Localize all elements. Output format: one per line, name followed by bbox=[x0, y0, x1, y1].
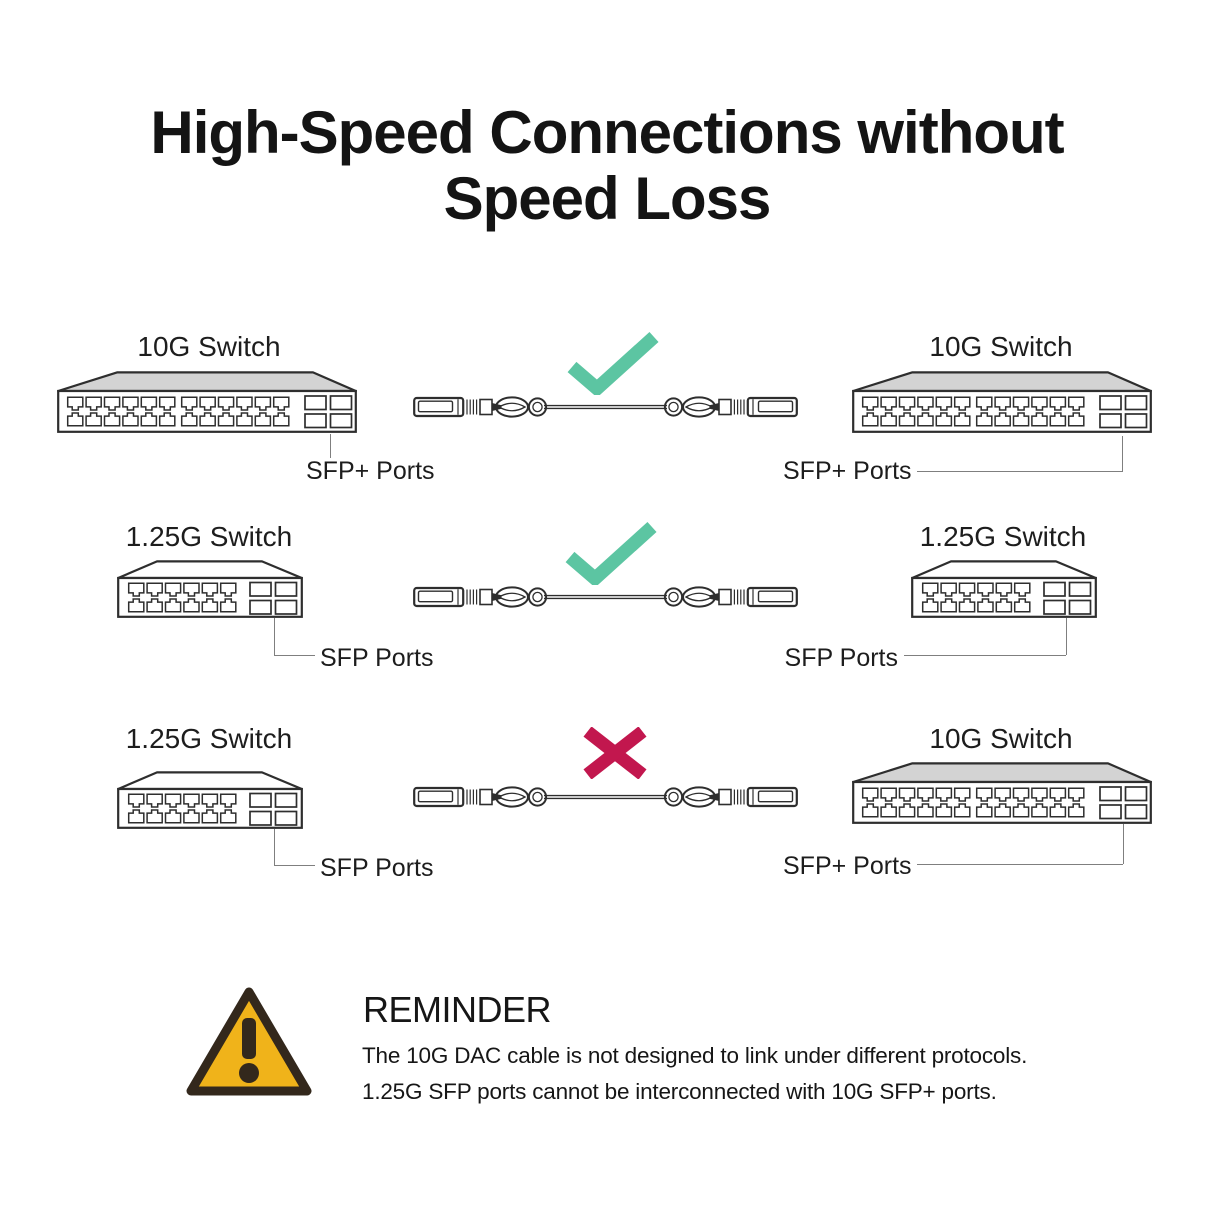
reminder-line2: 1.25G SFP ports cannot be interconnected… bbox=[362, 1079, 997, 1104]
row3-dac-cable bbox=[413, 784, 798, 810]
row2-left-switch-125g bbox=[117, 560, 303, 618]
row3-left-switch-125g bbox=[117, 771, 303, 829]
reminder-heading: REMINDER bbox=[363, 989, 552, 1030]
row3-right-switch-10g bbox=[852, 762, 1152, 824]
row2-left-callout-line bbox=[274, 655, 315, 656]
row3-left-switch-label: 1.25G Switch bbox=[125, 723, 293, 754]
row1-right-switch-10g bbox=[852, 371, 1152, 433]
row1-left-switch-10g bbox=[57, 371, 357, 433]
row1-dac-cable bbox=[413, 394, 798, 420]
row1-left-switch-label: 10G Switch bbox=[137, 331, 281, 362]
reminder-line1: The 10G DAC cable is not designed to lin… bbox=[362, 1043, 1028, 1068]
row2-left-ports-label: SFP Ports bbox=[320, 644, 434, 672]
row2-right-ports-label: SFP Ports bbox=[784, 644, 898, 672]
row2-right-switch-label: 1.25G Switch bbox=[919, 521, 1087, 552]
row2-left-switch-label: 1.25G Switch bbox=[125, 521, 293, 552]
row3-left-callout-line bbox=[274, 865, 315, 866]
page-title-line2: Speed Loss bbox=[443, 165, 772, 232]
cross-icon bbox=[582, 727, 648, 779]
page-title-line1: High-Speed Connections without bbox=[150, 99, 1064, 166]
row2-left-callout-line-vertical bbox=[273, 618, 275, 655]
row3-left-ports-label: SFP Ports bbox=[320, 854, 434, 882]
row3-right-callout-line-vertical bbox=[1122, 824, 1124, 864]
row3-right-ports-label: SFP+ Ports bbox=[783, 852, 912, 880]
row1-right-callout-line-vertical bbox=[1122, 436, 1123, 472]
row3-left-callout-line-vertical bbox=[273, 829, 275, 865]
row2-right-callout-line-vertical bbox=[1065, 618, 1067, 655]
row2-dac-cable bbox=[413, 584, 798, 610]
row2-right-callout-line bbox=[904, 655, 1066, 656]
row1-right-ports-label: SFP+ Ports bbox=[783, 457, 912, 485]
row3-right-callout-line bbox=[917, 864, 1123, 865]
check-icon bbox=[564, 521, 658, 585]
row3-right-switch-label: 10G Switch bbox=[929, 723, 1073, 754]
row1-right-callout-line bbox=[917, 471, 1122, 472]
warning-triangle-icon bbox=[183, 985, 315, 1101]
row2-right-switch-125g bbox=[911, 560, 1097, 618]
row1-left-ports-label: SFP+ Ports bbox=[306, 457, 435, 485]
check-icon bbox=[566, 331, 660, 395]
row1-left-callout-line bbox=[329, 434, 331, 458]
row1-right-switch-label: 10G Switch bbox=[929, 331, 1073, 362]
